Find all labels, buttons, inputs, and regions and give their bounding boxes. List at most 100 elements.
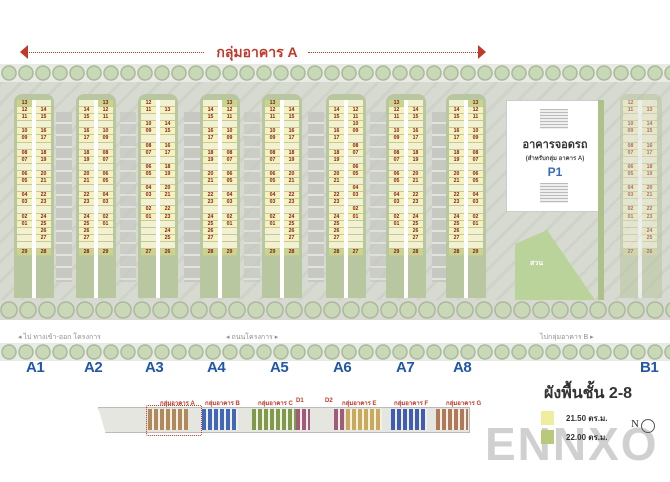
- unit-cell[interactable]: 11: [348, 114, 363, 122]
- unit-cell[interactable]: 15: [408, 114, 423, 122]
- unit-cell[interactable]: 09: [98, 135, 113, 143]
- unit-cell[interactable]: 04: [348, 185, 363, 193]
- unit-cell[interactable]: 03: [348, 192, 363, 200]
- unit-cell[interactable]: 29: [17, 248, 32, 257]
- unit-cell[interactable]: 17: [36, 135, 51, 143]
- unit-cell[interactable]: 13: [389, 100, 404, 108]
- unit-cell[interactable]: 13: [98, 100, 113, 108]
- unit-cell[interactable]: 04: [141, 185, 156, 193]
- unit-cell[interactable]: 06: [17, 170, 32, 179]
- key-map-group-b[interactable]: [202, 409, 238, 430]
- unit-cell[interactable]: 22: [408, 192, 423, 200]
- unit-cell[interactable]: 23: [79, 199, 94, 207]
- unit-cell[interactable]: 07: [623, 149, 638, 157]
- key-map-group-d1[interactable]: [296, 409, 310, 430]
- unit-cell[interactable]: 21: [160, 192, 175, 200]
- unit-cell[interactable]: 23: [284, 199, 299, 207]
- unit-cell[interactable]: 04: [265, 192, 280, 200]
- unit-cell[interactable]: 16: [329, 128, 344, 136]
- unit-cell[interactable]: 28: [203, 248, 218, 257]
- unit-cell[interactable]: 10: [141, 121, 156, 129]
- unit-cell[interactable]: 12: [141, 100, 156, 108]
- unit-cell[interactable]: 24: [203, 213, 218, 221]
- unit-cell[interactable]: 18: [79, 149, 94, 157]
- unit-cell[interactable]: 19: [449, 156, 464, 164]
- unit-cell[interactable]: 21: [79, 178, 94, 186]
- unit-cell[interactable]: 17: [329, 135, 344, 143]
- unit-cell[interactable]: 08: [623, 142, 638, 150]
- unit-cell[interactable]: 20: [642, 185, 657, 193]
- key-map-group-g[interactable]: [436, 409, 468, 430]
- unit-cell[interactable]: 07: [389, 156, 404, 164]
- unit-cell[interactable]: 27: [348, 248, 363, 257]
- unit-cell[interactable]: 28: [79, 248, 94, 257]
- unit-cell[interactable]: 08: [98, 149, 113, 157]
- unit-cell[interactable]: 01: [98, 220, 113, 228]
- unit-cell[interactable]: 08: [348, 142, 363, 150]
- unit-cell[interactable]: 18: [203, 149, 218, 157]
- unit-cell[interactable]: 04: [389, 192, 404, 200]
- unit-cell[interactable]: 23: [408, 199, 423, 207]
- unit-cell[interactable]: 03: [389, 199, 404, 207]
- unit-cell[interactable]: 24: [160, 227, 175, 235]
- unit-cell[interactable]: 20: [160, 185, 175, 193]
- unit-cell[interactable]: 25: [408, 220, 423, 228]
- unit-cell[interactable]: 12: [468, 107, 483, 115]
- unit-cell[interactable]: 27: [284, 234, 299, 242]
- unit-cell[interactable]: 07: [348, 149, 363, 157]
- unit-cell[interactable]: 26: [284, 227, 299, 235]
- unit-cell[interactable]: 03: [468, 199, 483, 207]
- unit-cell[interactable]: 17: [203, 135, 218, 143]
- key-map-group-d2[interactable]: [334, 409, 344, 430]
- unit-cell[interactable]: 22: [203, 192, 218, 200]
- unit-cell[interactable]: 25: [329, 220, 344, 228]
- unit-cell[interactable]: 11: [468, 114, 483, 122]
- unit-cell[interactable]: 25: [449, 220, 464, 228]
- unit-cell[interactable]: 01: [17, 220, 32, 228]
- unit-cell[interactable]: 23: [449, 199, 464, 207]
- unit-cell[interactable]: 19: [408, 156, 423, 164]
- unit-cell[interactable]: 19: [329, 156, 344, 164]
- unit-cell[interactable]: 27: [203, 234, 218, 242]
- unit-cell[interactable]: 09: [348, 128, 363, 136]
- unit-cell[interactable]: 14: [408, 107, 423, 115]
- unit-cell[interactable]: 19: [79, 156, 94, 164]
- unit-cell[interactable]: 13: [468, 100, 483, 108]
- unit-cell[interactable]: 13: [222, 100, 237, 108]
- unit-cell[interactable]: 01: [623, 213, 638, 221]
- unit-cell[interactable]: 19: [36, 156, 51, 164]
- unit-cell[interactable]: 06: [265, 170, 280, 179]
- unit-cell[interactable]: 20: [449, 170, 464, 179]
- unit-cell[interactable]: 29: [389, 248, 404, 257]
- unit-cell[interactable]: 14: [79, 107, 94, 115]
- unit-cell[interactable]: 22: [284, 192, 299, 200]
- unit-cell[interactable]: 14: [449, 107, 464, 115]
- unit-cell[interactable]: 01: [348, 213, 363, 221]
- unit-cell[interactable]: 05: [389, 178, 404, 186]
- unit-cell[interactable]: 08: [17, 149, 32, 157]
- unit-cell[interactable]: 21: [36, 178, 51, 186]
- unit-cell[interactable]: 02: [348, 206, 363, 214]
- unit-cell[interactable]: 11: [623, 107, 638, 115]
- unit-cell[interactable]: 07: [468, 156, 483, 164]
- unit-cell[interactable]: 25: [36, 220, 51, 228]
- unit-cell[interactable]: 01: [468, 220, 483, 228]
- unit-cell[interactable]: 18: [408, 149, 423, 157]
- unit-cell[interactable]: 16: [284, 128, 299, 136]
- unit-cell[interactable]: 16: [449, 128, 464, 136]
- unit-cell[interactable]: 02: [468, 213, 483, 221]
- unit-cell[interactable]: 07: [222, 156, 237, 164]
- unit-cell[interactable]: 24: [79, 213, 94, 221]
- unit-cell[interactable]: 02: [623, 206, 638, 214]
- unit-cell[interactable]: 24: [284, 213, 299, 221]
- unit-cell[interactable]: 04: [468, 192, 483, 200]
- unit-cell[interactable]: 28: [449, 248, 464, 257]
- unit-cell[interactable]: 12: [17, 107, 32, 115]
- unit-cell[interactable]: 25: [203, 220, 218, 228]
- unit-cell[interactable]: 25: [160, 234, 175, 242]
- unit-cell[interactable]: 10: [17, 128, 32, 136]
